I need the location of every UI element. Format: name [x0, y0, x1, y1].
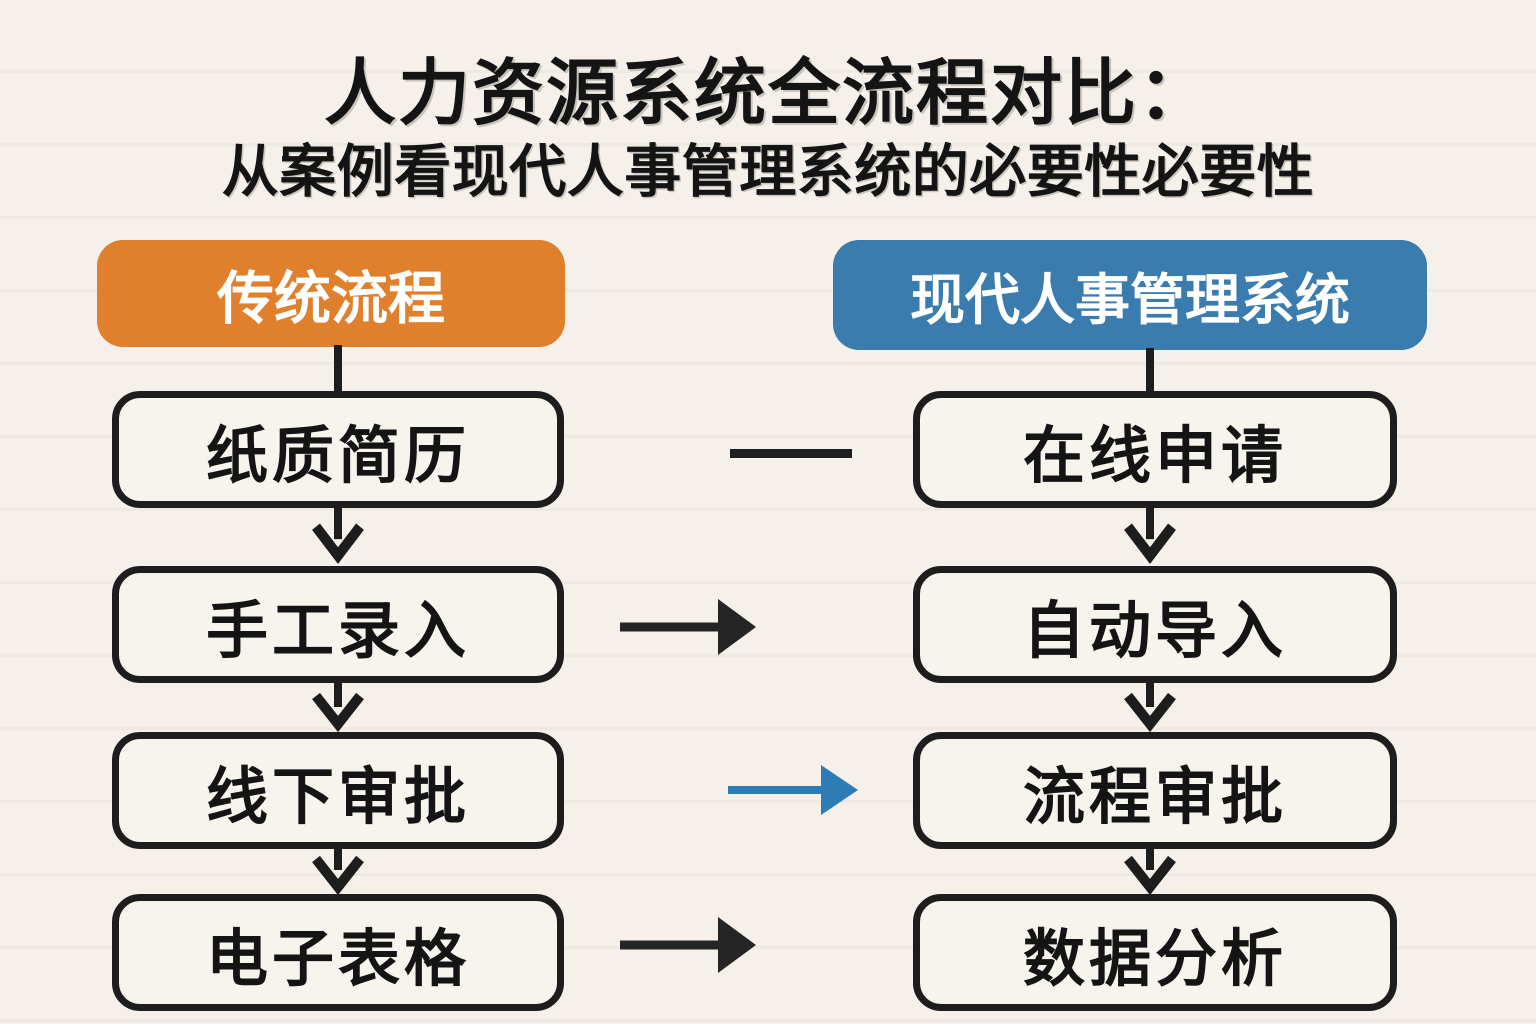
step-box-workflow-approval: 流程审批 [913, 732, 1397, 849]
compare-line-row1 [730, 449, 852, 458]
step-box-offline-approval: 线下审批 [112, 732, 564, 849]
right-arrow-icon [618, 910, 758, 980]
right-arrow-icon [618, 592, 758, 662]
down-arrow-icon [1118, 845, 1182, 896]
page-subtitle: 从案例看现代人事管理系统的必要性必要性 [221, 140, 1315, 204]
step-box-manual-entry: 手工录入 [112, 566, 564, 683]
step-box-data-analysis: 数据分析 [913, 894, 1397, 1011]
left-column-header-traditional: 传统流程 [97, 240, 565, 347]
step-box-spreadsheet: 电子表格 [112, 894, 564, 1011]
left-header-connector-line [334, 345, 342, 395]
right-column-header-modern: 现代人事管理系统 [833, 240, 1427, 350]
down-arrow-icon [306, 504, 370, 568]
step-box-paper-resume: 纸质简历 [112, 391, 564, 508]
down-arrow-icon [1118, 504, 1182, 568]
step-box-auto-import: 自动导入 [913, 566, 1397, 683]
right-header-connector-line [1146, 348, 1154, 395]
right-arrow-icon-blue [726, 755, 860, 825]
page-title: 人力资源系统全流程对比： [323, 54, 1212, 134]
down-arrow-icon [306, 845, 370, 896]
step-box-online-application: 在线申请 [913, 391, 1397, 508]
down-arrow-icon [1118, 679, 1182, 734]
down-arrow-icon [306, 679, 370, 734]
